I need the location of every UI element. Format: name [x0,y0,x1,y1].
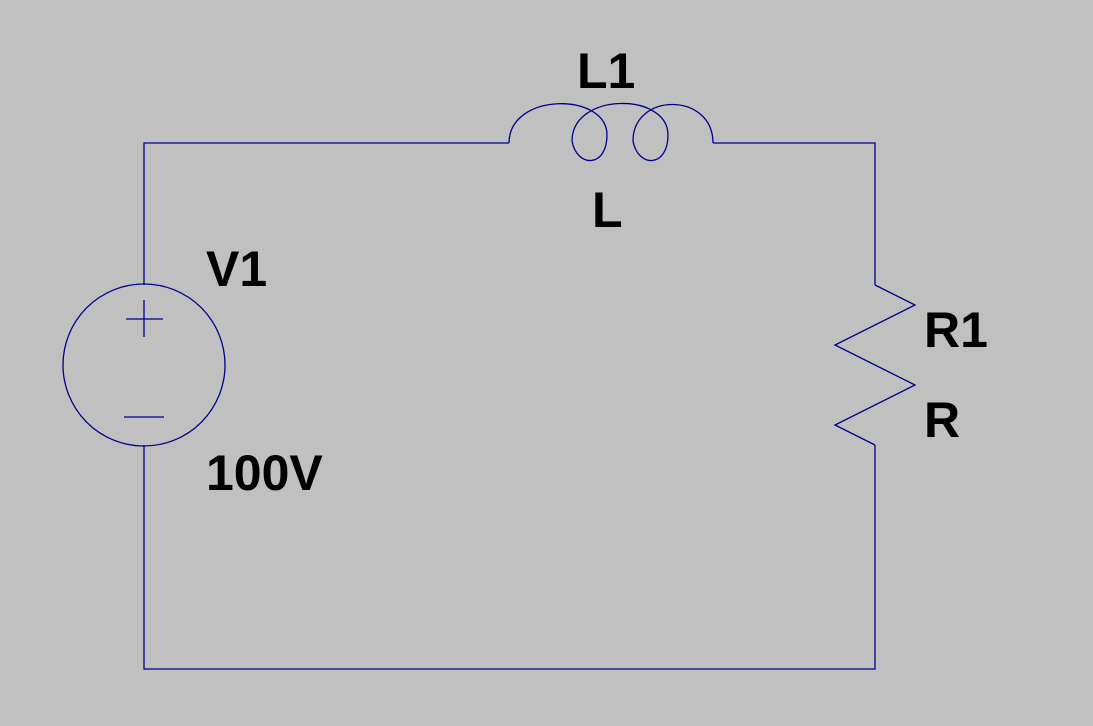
resistor-value: R [924,392,960,448]
wire-right-bottom [143,445,876,670]
inductor-value: L [592,182,623,238]
voltage-source-name: V1 [206,241,267,297]
inductor-symbol[interactable] [508,102,714,162]
plus-sign-icon [126,300,163,337]
voltage-source-value: 100V [206,445,323,501]
resistor-name: R1 [924,302,988,358]
resistor-symbol[interactable] [833,284,917,446]
wire-right-top [713,142,876,285]
inductor-name: L1 [577,43,635,99]
wire-left-top [143,142,509,285]
voltage-source-symbol[interactable] [62,283,226,447]
